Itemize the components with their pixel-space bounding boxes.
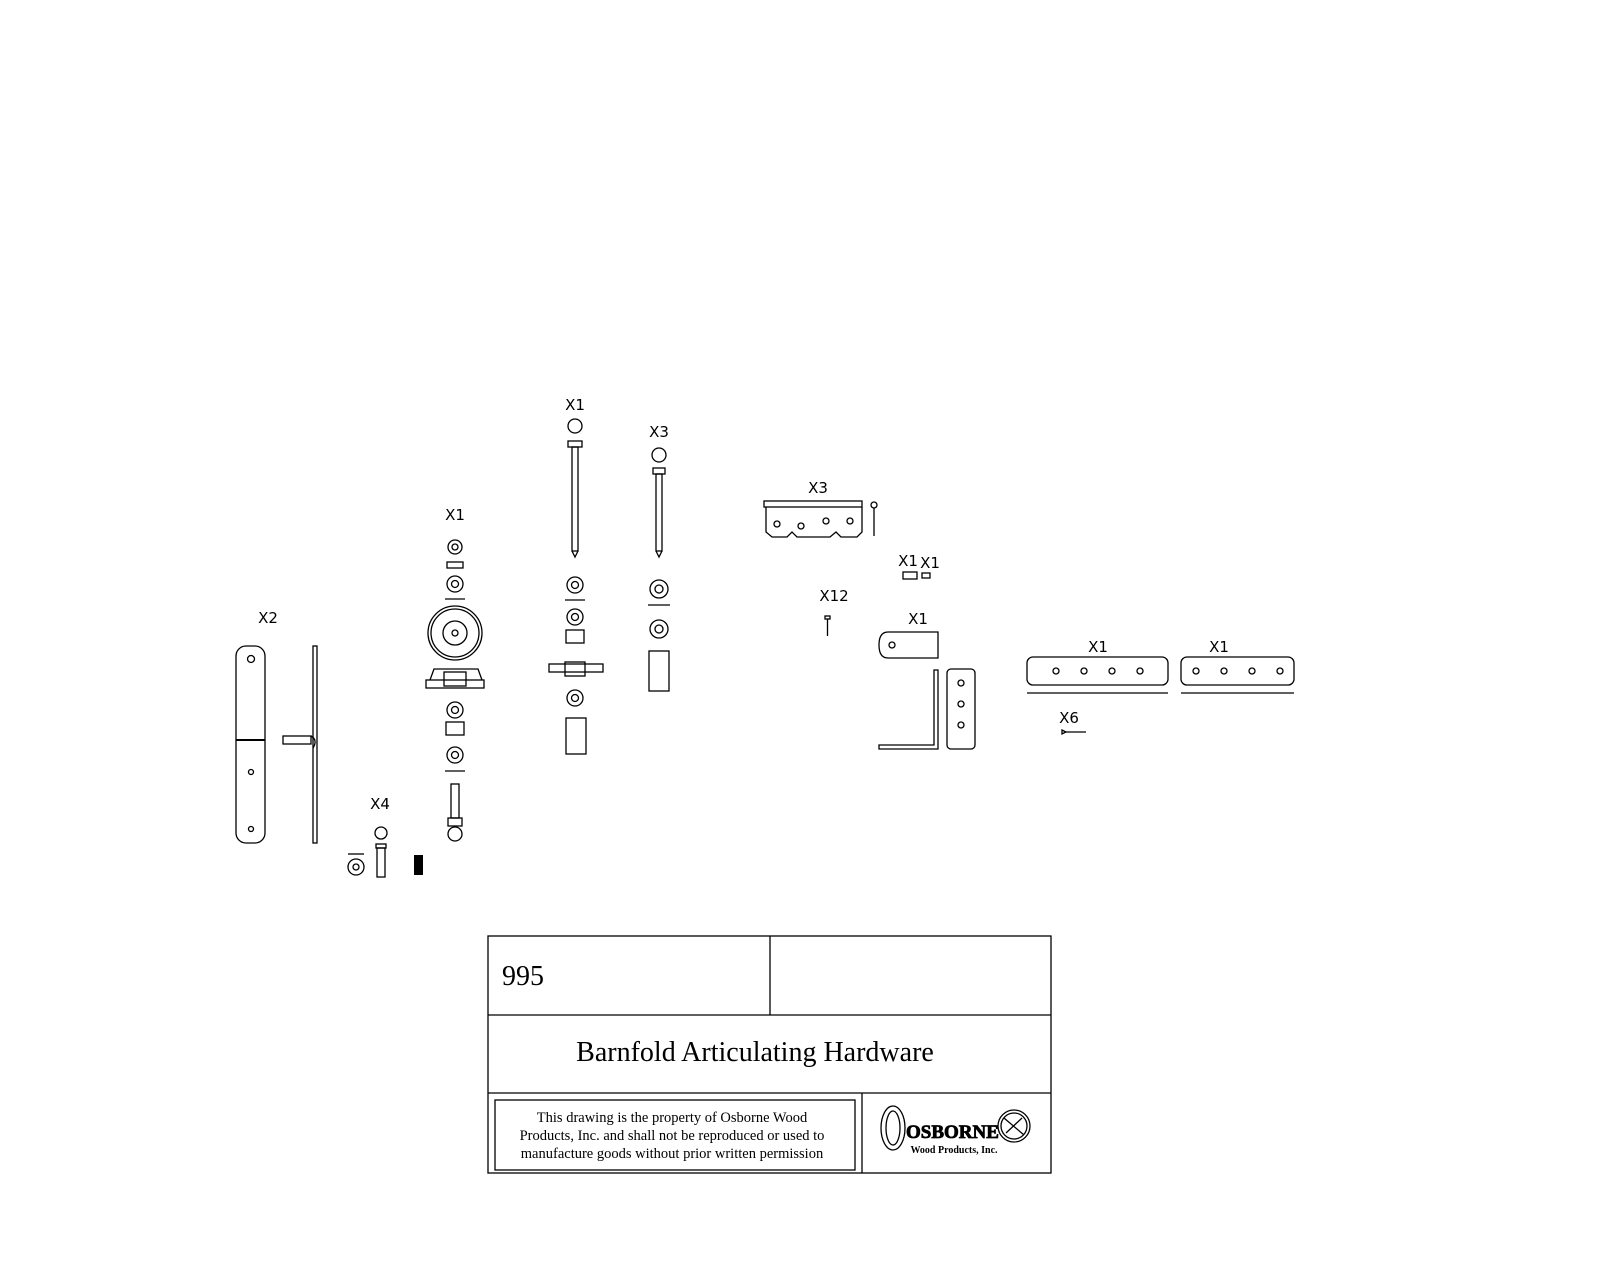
wheel-qty-label: X1 (445, 506, 465, 524)
wheel-assembly-part: X1 (425, 506, 485, 842)
strap-right-qty-label: X1 (1209, 638, 1229, 656)
angle-bracket-qty-label: X1 (908, 610, 928, 628)
long-bolt-part: X1 (548, 396, 604, 755)
logo-wordmark: OSBORNE (906, 1122, 999, 1143)
bolt-set-part: X4 (347, 795, 423, 878)
notice-line-2: Products, Inc. and shall not be reproduc… (520, 1128, 825, 1144)
small-a-qty-label: X1 (898, 552, 918, 570)
strap-left-qty-label: X1 (1088, 638, 1108, 656)
small-b-qty-label: X1 (920, 554, 940, 572)
hinge-plate-part: X3 (763, 479, 878, 538)
logo-subtitle: Wood Products, Inc. (910, 1145, 998, 1156)
strap-parts: X1 X1 X6 (1026, 638, 1295, 736)
hinge-plate-qty-label: X3 (808, 479, 828, 497)
bolt-set-qty-label: X4 (370, 795, 390, 813)
strap-screw-qty-label: X6 (1059, 709, 1079, 727)
notice-line-1: This drawing is the property of Osborne … (537, 1110, 808, 1126)
title-block: 995 Barnfold Articulating Hardware This … (487, 935, 1052, 1174)
drawing-number: 995 (502, 961, 544, 992)
hinge-qty-label: X2 (258, 609, 278, 627)
lag-bolt-qty-label: X3 (649, 423, 669, 441)
long-bolt-qty-label: X1 (565, 396, 585, 414)
osborne-logo: OSBORNE Wood Products, Inc. (880, 1105, 1031, 1156)
drawing-title: Barnfold Articulating Hardware (576, 1037, 934, 1068)
small-parts: X1 X1 X12 (819, 552, 940, 636)
hinge-part: X2 (235, 609, 318, 844)
lag-bolt-part: X3 (648, 423, 670, 692)
screw-qty-label: X12 (819, 587, 848, 605)
notice-line-3: manufacture goods without prior written … (521, 1146, 824, 1162)
angle-bracket-part: X1 (878, 610, 976, 750)
